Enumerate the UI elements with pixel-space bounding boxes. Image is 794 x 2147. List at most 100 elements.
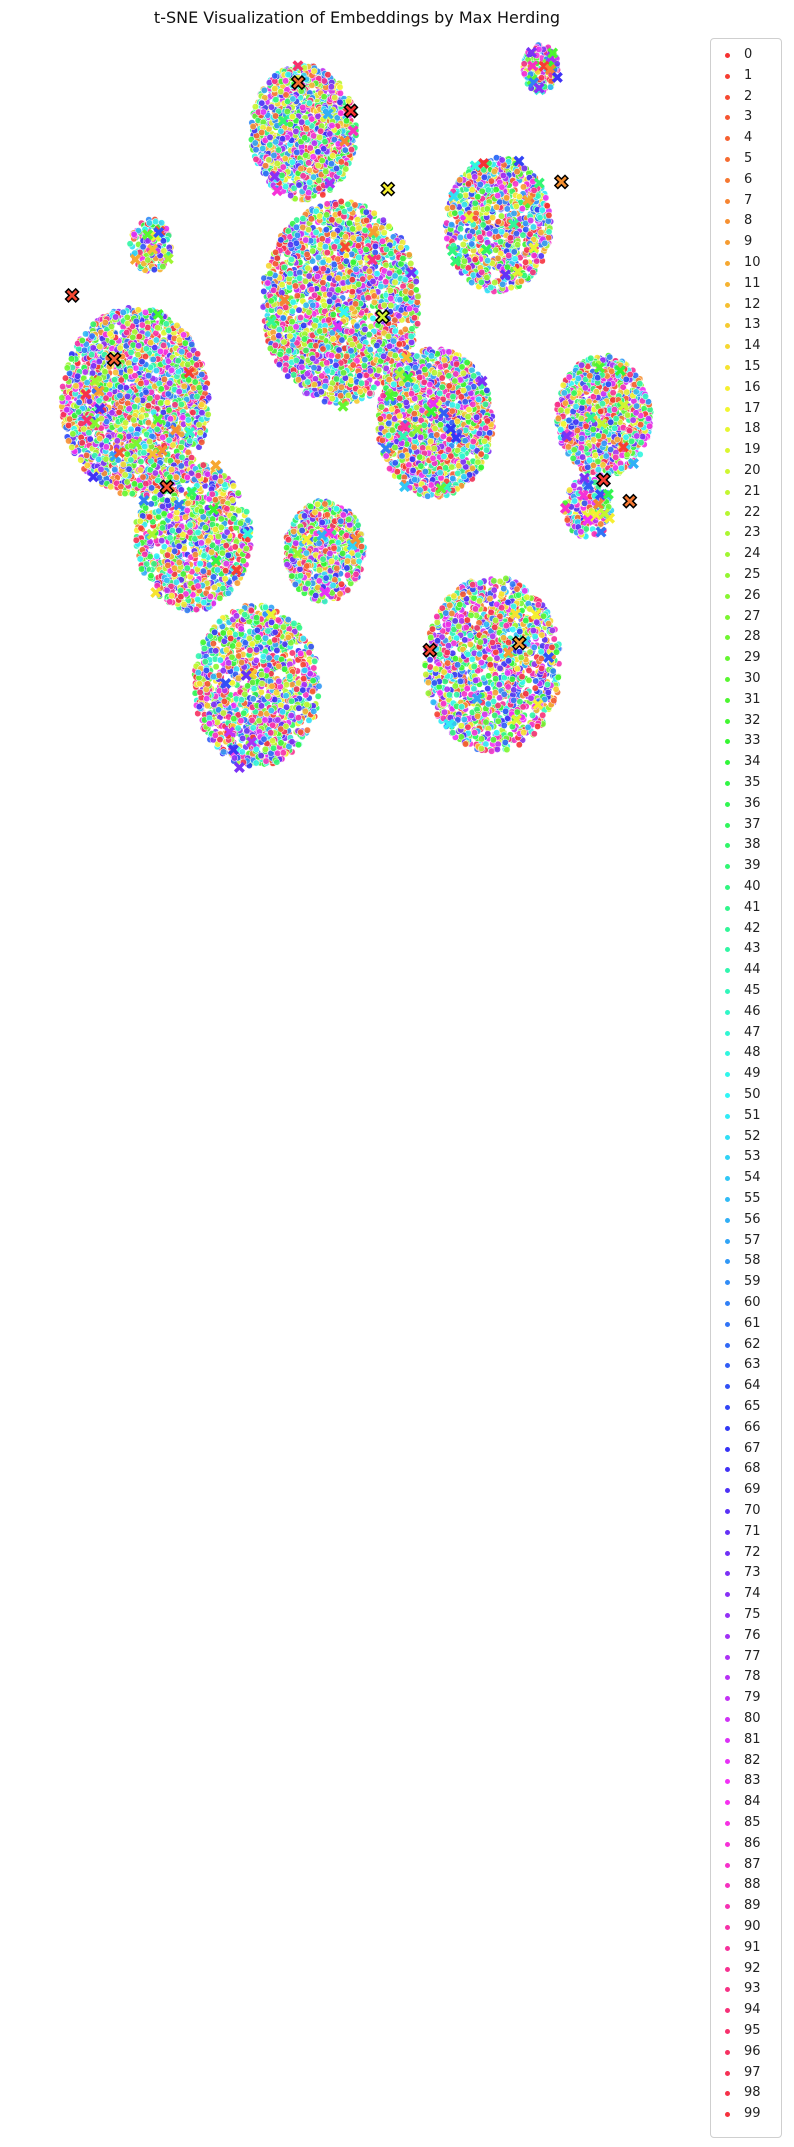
point — [334, 274, 342, 282]
point — [302, 236, 310, 244]
point — [338, 336, 346, 344]
point — [382, 261, 390, 269]
point — [319, 279, 327, 287]
point — [303, 251, 311, 258]
point — [382, 278, 390, 286]
point — [152, 218, 160, 226]
point — [491, 279, 499, 286]
point — [306, 166, 314, 174]
point — [144, 256, 152, 264]
point — [520, 70, 528, 78]
point — [299, 215, 307, 223]
point — [318, 372, 326, 380]
point — [299, 104, 307, 111]
point — [328, 352, 336, 360]
point — [286, 332, 294, 340]
point — [366, 367, 374, 375]
point — [293, 292, 301, 300]
point — [492, 246, 500, 254]
point — [290, 371, 298, 379]
point — [316, 327, 324, 335]
point — [523, 246, 531, 254]
point — [401, 276, 409, 284]
point — [281, 366, 289, 374]
point — [375, 366, 383, 374]
point — [309, 247, 317, 255]
point — [465, 180, 472, 188]
point — [275, 332, 283, 340]
point — [468, 279, 476, 286]
cluster-1 — [442, 154, 555, 295]
point — [319, 191, 327, 199]
point — [258, 129, 266, 136]
point — [377, 283, 385, 290]
point — [341, 146, 349, 154]
point — [373, 270, 381, 278]
point — [365, 267, 373, 275]
point — [320, 93, 328, 101]
point — [292, 356, 300, 364]
point — [271, 341, 279, 349]
point — [471, 256, 479, 264]
point — [306, 144, 314, 152]
point — [329, 152, 337, 160]
point — [468, 186, 476, 194]
point — [279, 314, 287, 322]
point — [391, 352, 399, 360]
point — [464, 264, 472, 272]
cluster-0 — [248, 61, 360, 203]
point — [337, 392, 345, 400]
point — [529, 223, 537, 231]
point — [492, 227, 500, 235]
point — [383, 245, 390, 253]
point — [266, 133, 274, 141]
point — [411, 314, 418, 322]
point — [337, 263, 345, 271]
point — [494, 218, 502, 226]
point — [353, 322, 361, 330]
point — [289, 95, 297, 103]
point — [305, 99, 313, 107]
point — [293, 148, 301, 156]
point — [478, 187, 486, 195]
point — [277, 127, 285, 135]
point — [536, 214, 544, 222]
point — [527, 217, 535, 224]
point — [342, 257, 350, 265]
point — [292, 127, 300, 135]
point — [320, 145, 328, 153]
point — [343, 117, 350, 125]
point — [486, 230, 493, 238]
point — [324, 71, 332, 79]
point — [297, 314, 305, 322]
point — [348, 340, 356, 348]
point — [334, 352, 342, 360]
point — [363, 217, 370, 224]
point — [484, 186, 492, 194]
point — [331, 94, 339, 102]
point — [498, 156, 506, 164]
point — [347, 347, 355, 355]
point — [310, 364, 318, 372]
point — [499, 280, 507, 288]
point — [297, 165, 305, 173]
point — [287, 192, 295, 199]
point — [282, 183, 290, 190]
point — [299, 172, 307, 180]
point — [294, 231, 301, 239]
point — [520, 183, 527, 191]
point — [335, 346, 343, 354]
chart-title: t-SNE Visualization of Embeddings by Max… — [153, 8, 561, 27]
point — [407, 332, 415, 340]
point — [328, 216, 336, 224]
point — [510, 210, 518, 217]
point — [305, 159, 313, 167]
point — [327, 83, 335, 91]
point — [288, 256, 295, 263]
point — [292, 223, 300, 231]
point — [277, 236, 285, 244]
point — [387, 302, 395, 309]
point — [478, 268, 486, 276]
point — [352, 300, 360, 308]
point — [484, 257, 492, 265]
